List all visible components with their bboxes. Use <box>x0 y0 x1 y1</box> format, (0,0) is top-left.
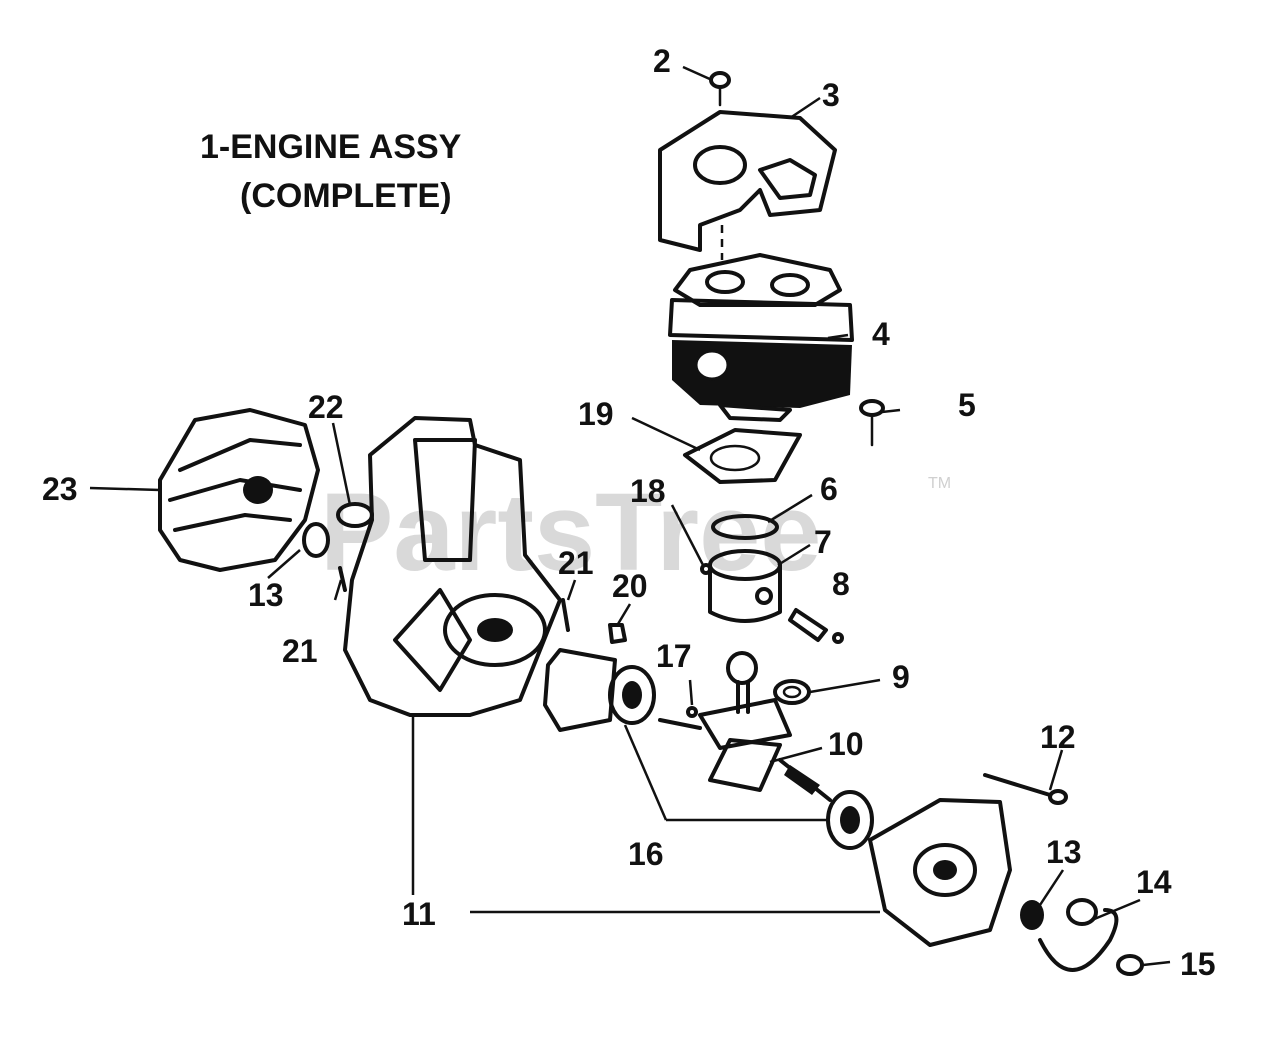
watermark-text: PartsTree <box>320 471 821 594</box>
callout-12: 12 <box>1040 719 1076 755</box>
part-20-washer <box>608 623 627 644</box>
callout-15: 15 <box>1180 946 1216 982</box>
callout-17: 17 <box>656 638 692 674</box>
part-16-bearings <box>543 648 874 850</box>
callout-22: 22 <box>308 389 344 425</box>
callout-9: 9 <box>892 659 910 695</box>
callout-21-lower: 21 <box>282 633 318 669</box>
callout-16: 16 <box>628 836 664 872</box>
part-6-piston-ring <box>711 514 779 540</box>
part-19-gasket <box>683 428 802 484</box>
part-10-crankshaft <box>658 651 832 802</box>
callout-20: 20 <box>612 568 648 604</box>
part-11-crankcase <box>343 416 1012 947</box>
callout-8: 8 <box>832 566 850 602</box>
diagram-title-line2: (COMPLETE) <box>240 177 452 215</box>
callout-18: 18 <box>630 473 666 509</box>
callout-13-right: 13 <box>1046 834 1082 870</box>
callout-6: 6 <box>820 471 838 507</box>
part-22-gasket <box>336 502 374 528</box>
part-14-nut <box>1038 898 1119 972</box>
part-15-nut <box>1116 954 1144 976</box>
part-23-flywheel <box>158 408 320 572</box>
watermark-trademark: TM <box>928 475 951 492</box>
callout-23: 23 <box>42 471 78 507</box>
callout-11: 11 <box>402 896 436 932</box>
diagram-title-line1: 1-ENGINE ASSY <box>200 128 462 166</box>
part-5-bolt <box>859 399 885 447</box>
callout-3: 3 <box>822 77 840 113</box>
callout-21-upper: 21 <box>558 545 594 581</box>
part-8-piston-pin <box>788 608 844 644</box>
callout-4: 4 <box>872 316 890 352</box>
part-3-cylinder-cover <box>658 110 837 252</box>
callout-2: 2 <box>653 43 671 79</box>
callout-14: 14 <box>1136 864 1172 900</box>
callout-19: 19 <box>578 396 614 432</box>
callout-7: 7 <box>814 524 832 560</box>
part-12-screw <box>983 773 1068 805</box>
leader-lines <box>89 65 1171 967</box>
part-9-needle-bearing <box>773 679 811 705</box>
callout-5: 5 <box>958 387 976 423</box>
part-21-pins <box>338 566 570 632</box>
callout-13-left: 13 <box>248 577 284 613</box>
part-13-oil-seals <box>302 522 1044 930</box>
callout-10: 10 <box>828 726 864 762</box>
part-2-screw <box>709 71 731 107</box>
part-17-woodruff-key <box>686 706 698 718</box>
part-4-cylinder <box>668 253 854 422</box>
